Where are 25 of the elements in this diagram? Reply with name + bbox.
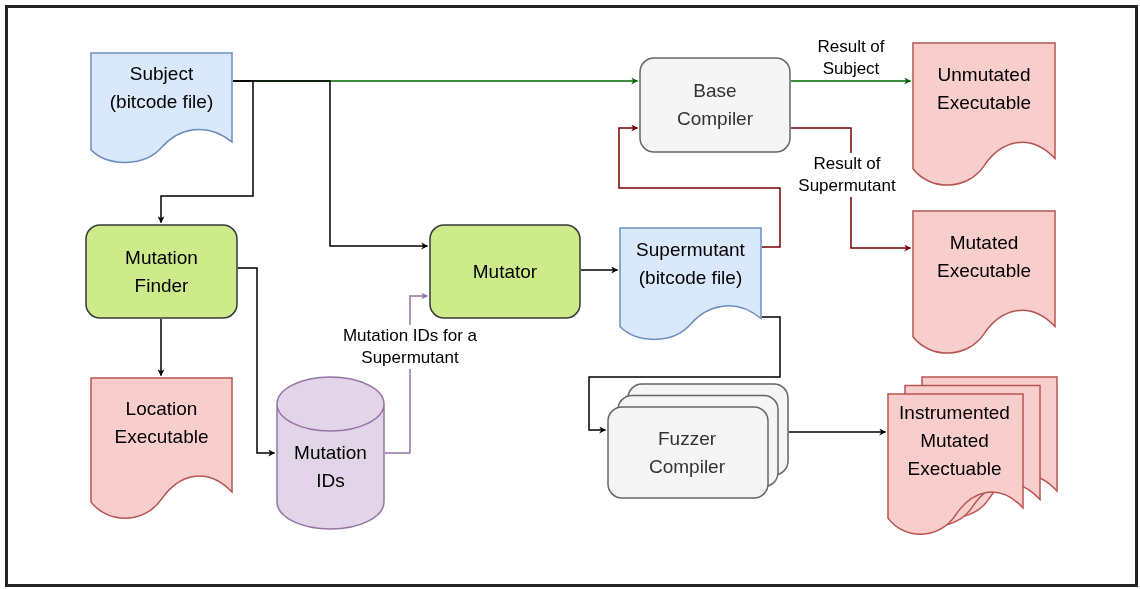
database-cylinder (276, 376, 385, 530)
arrow (580, 266, 619, 274)
node-label: Mutation Finder (124, 245, 199, 298)
node-label: Unmutated Executable (936, 62, 1032, 115)
arrow (618, 124, 781, 248)
arrow (790, 77, 912, 85)
node-label: Mutator (471, 259, 539, 284)
node-label: Location Executable (113, 396, 210, 449)
arrow (232, 80, 429, 250)
node-label: Supermutant (bitcode file) (635, 237, 746, 290)
node-label: Mutated Executable (936, 230, 1032, 283)
arrow (788, 428, 887, 436)
arrow (157, 80, 254, 224)
process-box (429, 224, 581, 319)
arrow (157, 318, 165, 377)
process-box (639, 57, 791, 153)
arrow (588, 316, 781, 434)
node-label: Subject (bitcode file) (108, 61, 215, 114)
node-label: Base Compiler (676, 79, 754, 131)
arrow (237, 267, 276, 457)
stacked-process-box (607, 383, 789, 500)
node-label: Mutation IDs (293, 441, 368, 493)
node-label: Instrumented Mutated Exectuable (898, 401, 1011, 482)
node-label: Fuzzer Compiler (648, 427, 726, 479)
process-box (85, 224, 238, 319)
